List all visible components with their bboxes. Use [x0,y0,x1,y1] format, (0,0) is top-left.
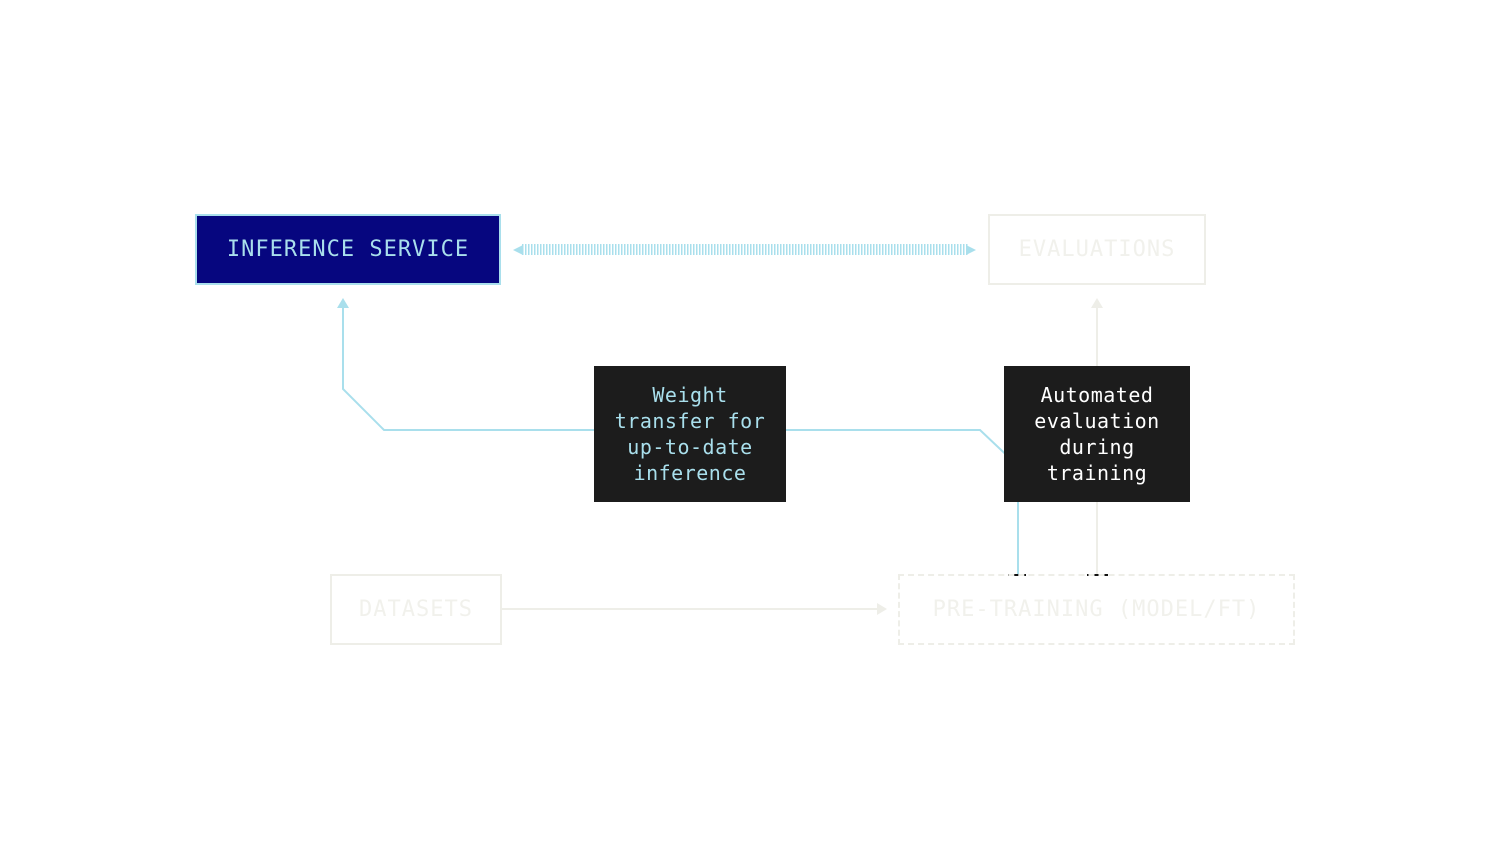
pretraining-label: PRE-TRAINING (MODEL/FT) [932,597,1261,622]
arrowhead-right [966,245,976,255]
weight-transfer-label: Weight transfer for up-to-date inference [594,366,786,502]
datasets-node: DATASETS [330,574,502,645]
inference-evaluations-link [522,244,968,255]
evaluations-label: EVALUATIONS [1018,237,1176,262]
evaluation-arrowhead [1091,298,1103,308]
arrowhead-left [513,245,523,255]
weight-transfer-arrowhead [337,298,349,308]
datasets-label: DATASETS [359,597,473,622]
datasets-arrowhead [877,603,887,615]
evaluations-node: EVALUATIONS [988,214,1206,285]
inference-service-label: INFERENCE SERVICE [226,237,470,262]
automated-evaluation-label: Automated evaluation during training [1004,366,1190,502]
inference-service-node: INFERENCE SERVICE [195,214,501,285]
pretraining-node: PRE-TRAINING (MODEL/FT) [898,574,1295,645]
